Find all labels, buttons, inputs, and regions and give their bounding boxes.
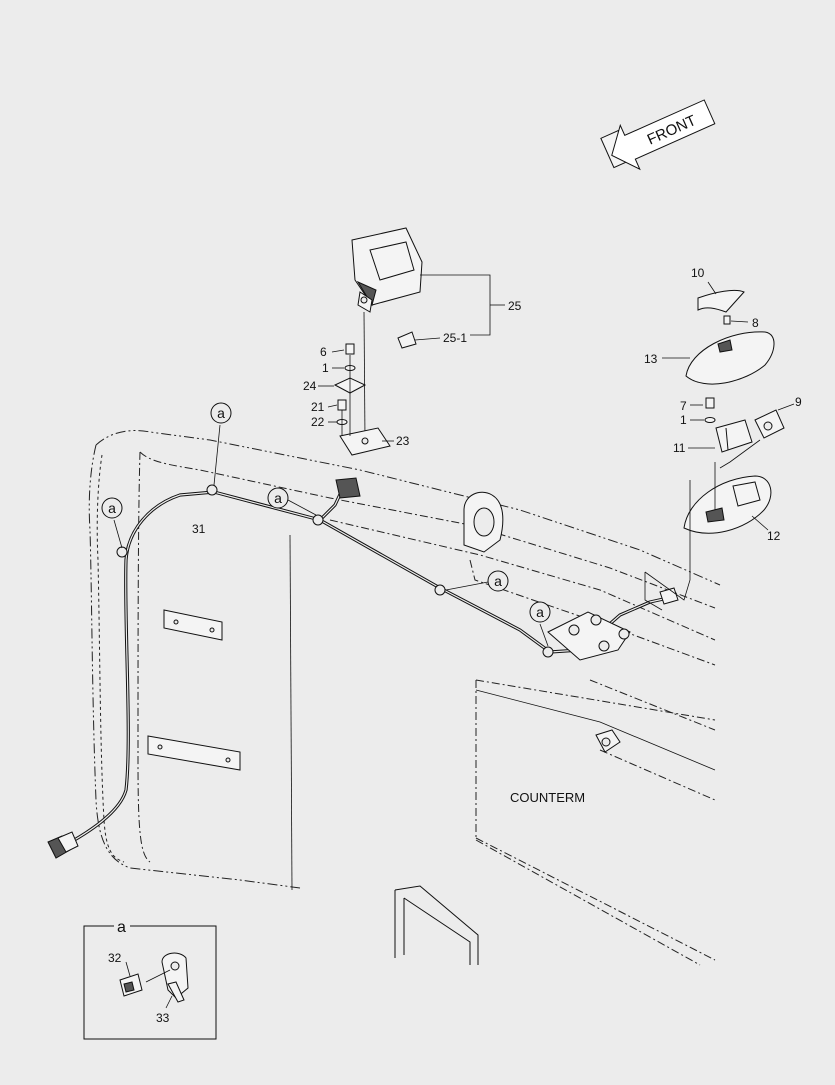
detail-box (83, 918, 217, 1040)
mount-plate (547, 611, 631, 661)
label-11: 11 (673, 441, 686, 455)
label-10: 10 (691, 266, 705, 280)
callout-a-3: a (274, 490, 282, 506)
label-13: 13 (644, 352, 658, 366)
label-12: 12 (767, 529, 781, 543)
label-21: 21 (311, 400, 325, 414)
lamp-leader-lines (363, 274, 505, 441)
label-22: 22 (311, 415, 325, 429)
callout-letters: a a a a a (101, 402, 551, 623)
label-6: 6 (320, 345, 327, 359)
label-33: 33 (156, 1011, 170, 1025)
label-31: 31 (192, 522, 206, 536)
label-23: 23 (396, 434, 410, 448)
harness-cable (47, 477, 679, 859)
label-32: 32 (108, 951, 122, 965)
side-lamp-leader-lines (662, 281, 795, 531)
bracket-leader-lines (318, 349, 394, 442)
callouts (113, 424, 549, 647)
label-25-1: 25-1 (443, 331, 467, 345)
work-lamp (351, 227, 423, 349)
callout-a-5: a (536, 604, 544, 620)
part-labels: 10 8 13 7 1 9 11 12 25 25-1 6 1 24 21 22… (108, 266, 802, 1025)
machine-outline (88, 430, 721, 966)
label-1-right: 1 (680, 413, 687, 427)
label-24: 24 (303, 379, 317, 393)
label-1-left: 1 (322, 361, 329, 375)
label-7: 7 (680, 399, 687, 413)
side-lamp (644, 289, 785, 611)
callout-a-1: a (217, 405, 225, 421)
callout-a-2: a (108, 500, 116, 516)
front-arrow: FRONT (600, 99, 716, 171)
label-9: 9 (795, 395, 802, 409)
label-8: 8 (752, 316, 759, 330)
counterweight-label: COUNTERM (510, 790, 585, 805)
callout-a-4: a (494, 573, 502, 589)
lamp-bracket (333, 343, 391, 456)
detail-box-title: a (117, 919, 126, 936)
label-25: 25 (508, 299, 522, 313)
